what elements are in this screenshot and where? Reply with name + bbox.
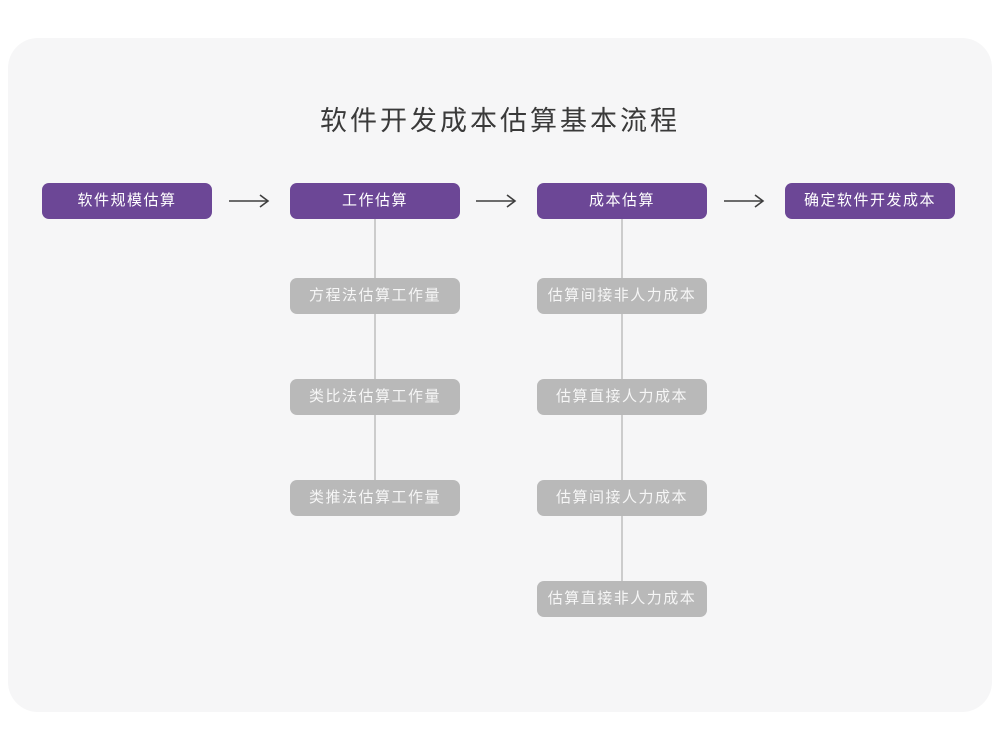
node-indirect-non-labor-cost: 估算间接非人力成本	[537, 278, 707, 314]
diagram-title: 软件开发成本估算基本流程	[320, 106, 680, 136]
node-direct-non-labor-cost: 估算直接非人力成本	[537, 581, 707, 617]
diagram-card	[8, 38, 992, 712]
arrow-right-icon	[476, 194, 517, 208]
node-work-estimation: 工作估算	[290, 183, 460, 219]
connector-line-work-estimation	[374, 219, 376, 498]
node-extrapolation-method: 类推法估算工作量	[290, 480, 460, 516]
node-cost-estimation: 成本估算	[537, 183, 707, 219]
node-indirect-labor-cost: 估算间接人力成本	[537, 480, 707, 516]
node-software-scale-estimation: 软件规模估算	[42, 183, 212, 219]
node-direct-labor-cost: 估算直接人力成本	[537, 379, 707, 415]
node-determine-software-dev-cost: 确定软件开发成本	[785, 183, 955, 219]
arrow-right-icon	[724, 194, 765, 208]
arrow-right-icon	[229, 194, 270, 208]
node-equation-method: 方程法估算工作量	[290, 278, 460, 314]
node-analogy-method: 类比法估算工作量	[290, 379, 460, 415]
